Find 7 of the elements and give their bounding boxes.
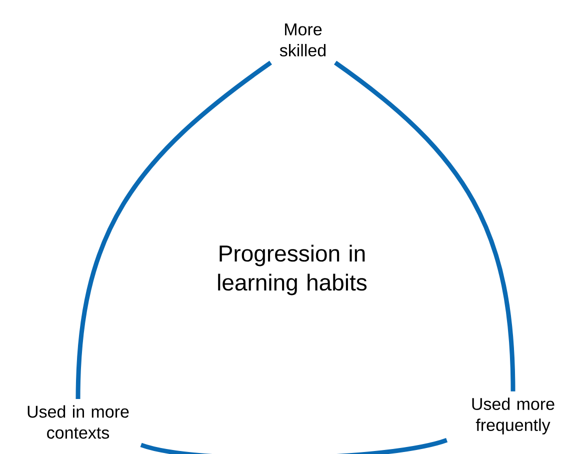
- node-label: Used more frequently: [472, 398, 554, 434]
- arc-line: [334, 60, 516, 392]
- node-label: More skilled: [280, 24, 326, 56]
- node-label: Used in more contexts: [28, 405, 129, 439]
- center-label: Progression in learning habits: [218, 244, 367, 296]
- arc-line: [140, 438, 448, 454]
- arc-line: [76, 60, 272, 400]
